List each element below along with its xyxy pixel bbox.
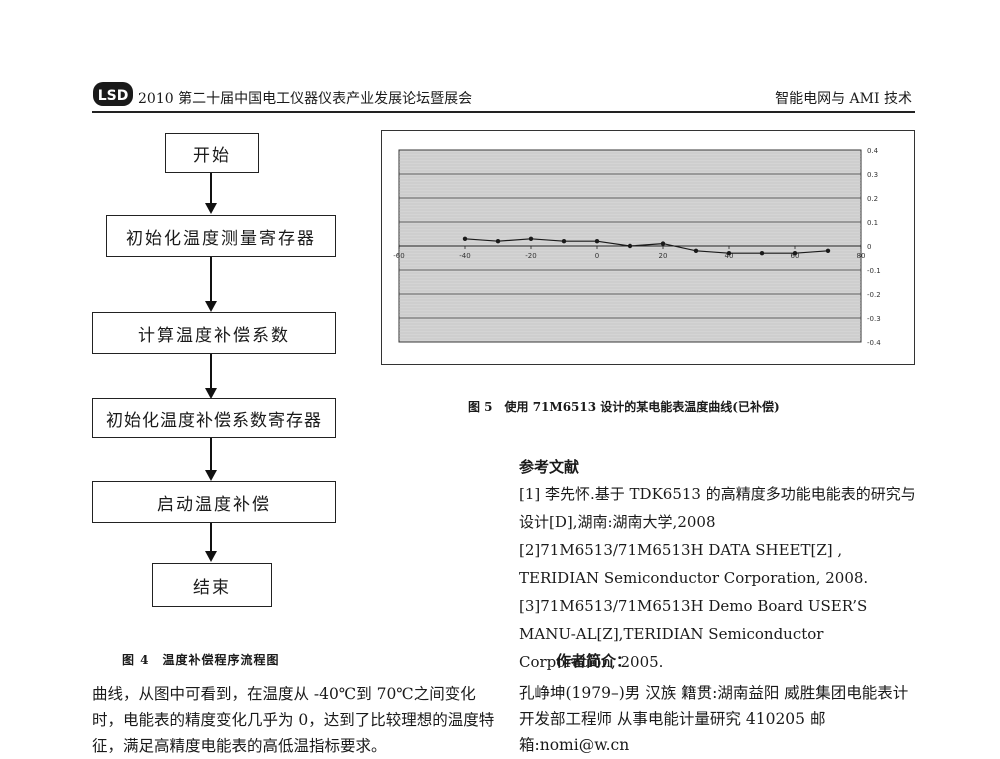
data-point	[792, 251, 798, 256]
y-tick-label: -0.3	[867, 315, 881, 323]
y-tick-label: 0.2	[867, 195, 878, 203]
flowchart-connector	[210, 257, 212, 303]
body-paragraph-left: 曲线，从图中可看到，在温度从 -40℃到 70℃之间变化时，电能表的精度变化几乎…	[92, 685, 495, 755]
y-tick-label: 0.1	[867, 219, 878, 227]
x-tick-label: -60	[393, 252, 404, 260]
series-line	[464, 238, 829, 254]
header-conference-title: 2010 第二十届中国电工仪器仪表产业发展论坛暨展会	[138, 91, 473, 107]
data-point	[825, 248, 831, 253]
x-tick-label: 20	[659, 252, 668, 260]
references-list: [1] 李先怀.基于 TDK6513 的高精度多功能电能表的研究与设计[D],湖…	[519, 480, 919, 676]
data-point	[693, 248, 699, 253]
data-point	[660, 241, 666, 246]
references-title: 参考文献	[519, 458, 580, 476]
flowchart-connector	[210, 173, 212, 205]
svg-text:LSD: LSD	[98, 88, 129, 104]
y-tick-label: -0.4	[867, 339, 881, 347]
x-tick-label: 40	[725, 252, 734, 260]
flowchart-step-start-comp: 启动温度补偿	[92, 481, 336, 523]
x-tick-label: 60	[791, 252, 800, 260]
x-tick-label: 0	[595, 252, 599, 260]
flowchart-step-end: 结束	[152, 563, 272, 607]
reference-item: [3]71M6513/71M6513H Demo Board USER’S MA…	[519, 597, 868, 671]
x-tick-label: -40	[459, 252, 470, 260]
figure4-caption: 图 4 温度补偿程序流程图	[122, 653, 280, 667]
data-point	[627, 243, 633, 249]
author-bio: 孔峥坤(1979–)男 汉族 籍贯:湖南益阳 威胜集团电能表计开发部工程师 从事…	[519, 684, 909, 754]
y-tick-label: 0.4	[867, 147, 879, 155]
y-tick-label: -0.1	[867, 267, 881, 275]
data-point	[759, 251, 765, 256]
data-point	[528, 236, 534, 241]
flowchart-connector	[210, 523, 212, 553]
data-point	[462, 236, 468, 241]
flowchart-arrowhead	[205, 470, 217, 481]
reference-item: [2]71M6513/71M6513H DATA SHEET[Z] , TERI…	[519, 541, 869, 587]
flowchart-step-compute-coeff: 计算温度补偿系数	[92, 312, 336, 354]
y-tick-label: -0.2	[867, 291, 881, 299]
x-tick-label: 80	[857, 252, 866, 260]
flowchart-arrowhead	[205, 301, 217, 312]
y-tick-label: 0.3	[867, 171, 878, 179]
data-point	[594, 239, 600, 244]
data-point	[726, 251, 732, 256]
flowchart-step-init-coeff: 初始化温度补偿系数寄存器	[92, 398, 336, 438]
temperature-error-chart: 0.4 0.3 0.2 0.1 0 -0.1 -0.2 -0.3 -0.4 -60 -40 -20 0 2…	[393, 147, 881, 347]
x-tick-label: -20	[525, 252, 536, 260]
flowchart-arrowhead	[205, 551, 217, 562]
conference-logo: LSD	[93, 82, 133, 106]
flowchart-connector	[210, 438, 212, 472]
flowchart-step-init-measure: 初始化温度测量寄存器	[106, 215, 336, 257]
flowchart-arrowhead	[205, 203, 217, 214]
author-title: 作者简介：	[556, 652, 632, 670]
reference-item: [1] 李先怀.基于 TDK6513 的高精度多功能电能表的研究与设计[D],湖…	[519, 485, 916, 531]
flowchart-connector	[210, 354, 212, 390]
figure5-caption: 图 5 使用 71M6513 设计的某电能表温度曲线(已补偿)	[468, 400, 780, 414]
flowchart-arrowhead	[205, 388, 217, 399]
data-point	[495, 239, 501, 244]
header-section-title: 智能电网与 AMI 技术	[775, 91, 912, 107]
flowchart-step-start: 开始	[165, 133, 259, 173]
data-point	[561, 239, 567, 244]
y-tick-label: 0	[867, 243, 871, 251]
header-rule	[92, 111, 915, 113]
